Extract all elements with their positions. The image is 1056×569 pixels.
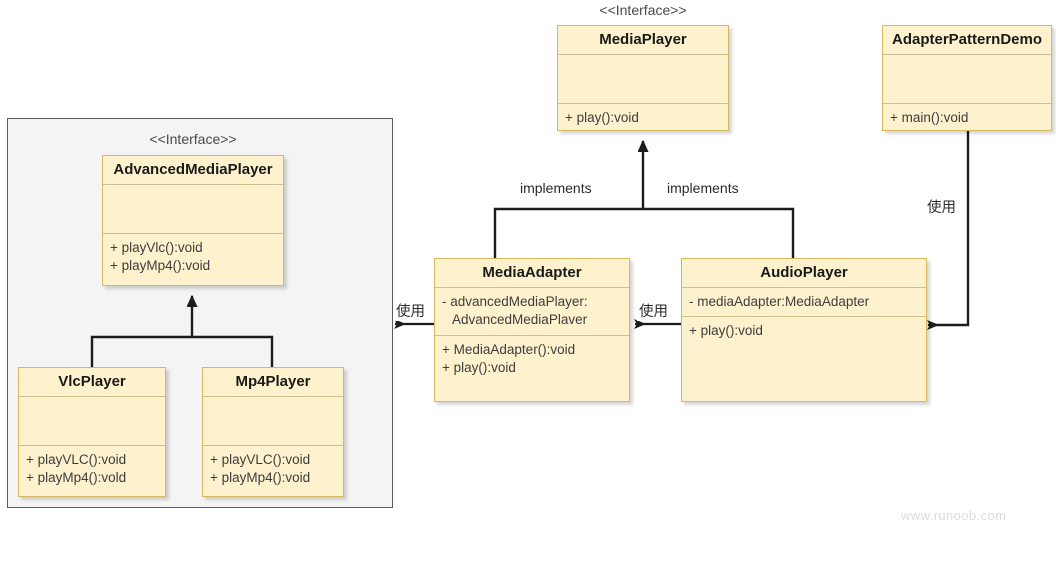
operation-item: + MediaAdapter():void <box>442 341 576 357</box>
edge-label-demo-uses: 使用 <box>925 196 958 217</box>
class-mediaplayer-attributes <box>558 55 728 105</box>
wire-mediaadapter-implements-mediaplayer <box>493 207 643 258</box>
wire-demo-uses-audioplayer <box>927 131 970 330</box>
edge-label-audioplayer-implements: implements <box>665 180 741 196</box>
class-vlcplayer[interactable]: VlcPlayer + playVLC():void + playMp4():v… <box>18 367 166 497</box>
operation-item: + play():void <box>565 110 639 126</box>
class-advancedmediaplayer-title: AdvancedMediaPlayer <box>103 156 283 186</box>
class-audioplayer-operations: + play():void <box>682 317 926 401</box>
class-audioplayer-attributes: - mediaAdapter:MediaAdapter <box>682 288 926 318</box>
operation-item: + play():void <box>689 323 763 339</box>
class-mp4player-title: Mp4Player <box>203 368 343 398</box>
class-advancedmediaplayer-operations: + playVlc():void + playMp4():void <box>103 234 283 285</box>
operation-item: + playMp4():void <box>110 258 211 274</box>
class-mediaadapter[interactable]: MediaAdapter - advancedMediaPlayer: Adva… <box>434 258 630 402</box>
class-mediaplayer[interactable]: MediaPlayer + play():void <box>557 25 729 131</box>
attribute-item: AdvancedMediaPlaver <box>452 312 588 328</box>
class-mp4player-attributes <box>203 397 343 447</box>
class-vlcplayer-operations: + playVLC():void + playMp4():vold <box>19 446 165 496</box>
attribute-item: - advancedMediaPlayer: <box>442 294 588 310</box>
class-mp4player-operations: + playVLC():void + playMp4():void <box>203 446 343 496</box>
class-adapterpatterndemo-attributes <box>883 55 1051 105</box>
operation-item: + playVLC():void <box>26 452 127 468</box>
class-mediaplayer-title: MediaPlayer <box>558 26 728 56</box>
class-vlcplayer-attributes <box>19 397 165 447</box>
class-audioplayer-title: AudioPlayer <box>682 259 926 289</box>
stereotype-advancedmediaplayer: <<Interface>> <box>149 131 237 147</box>
class-mediaadapter-operations: + MediaAdapter():void + play():void <box>435 336 629 401</box>
class-adapterpatterndemo[interactable]: AdapterPatternDemo + main():void <box>882 25 1052 131</box>
operation-item: + playVLC():void <box>210 452 311 468</box>
class-mediaadapter-title: MediaAdapter <box>435 259 629 289</box>
class-audioplayer[interactable]: AudioPlayer - mediaAdapter:MediaAdapter … <box>681 258 927 402</box>
watermark: www.runoob.com <box>901 508 1007 523</box>
class-adapterpatterndemo-operations: + main():void <box>883 104 1051 132</box>
operation-item: + playVlc():void <box>110 240 203 256</box>
class-advancedmediaplayer-attributes <box>103 185 283 235</box>
class-adapterpatterndemo-title: AdapterPatternDemo <box>883 26 1051 56</box>
operation-item: + playMp4():void <box>210 470 311 486</box>
class-mediaadapter-attributes: - advancedMediaPlayer: AdvancedMediaPlav… <box>435 288 629 336</box>
operation-item: + main():void <box>890 110 969 126</box>
wire-audioplayer-implements-mediaplayer <box>643 207 795 258</box>
stereotype-mediaplayer: <<Interface>> <box>599 2 687 18</box>
class-advancedmediaplayer[interactable]: AdvancedMediaPlayer + playVlc():void + p… <box>102 155 284 286</box>
operation-item: + playMp4():vold <box>26 470 127 486</box>
edge-label-mediaadapter-implements: implements <box>518 180 594 196</box>
class-mp4player[interactable]: Mp4Player + playVLC():void + playMp4():v… <box>202 367 344 497</box>
edge-label-mediaadapter-uses: 使用 <box>394 300 427 321</box>
class-mediaplayer-operations: + play():void <box>558 104 728 132</box>
operation-item: + play():void <box>442 359 516 375</box>
attribute-item: - mediaAdapter:MediaAdapter <box>689 294 870 310</box>
edge-label-audioplayer-uses: 使用 <box>637 300 670 321</box>
class-vlcplayer-title: VlcPlayer <box>19 368 165 398</box>
